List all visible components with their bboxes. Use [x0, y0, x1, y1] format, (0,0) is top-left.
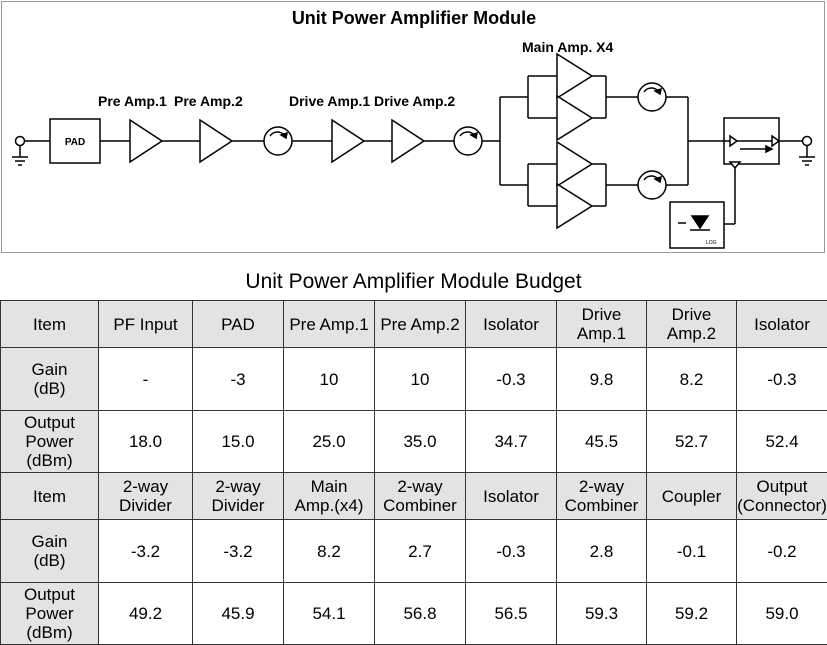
gain-cell: -3.2: [99, 520, 193, 583]
drive-amp-2-label: Drive Amp.2: [374, 93, 455, 109]
output-power-cell: 56.5: [466, 583, 557, 645]
output-power-cell: 52.7: [647, 411, 737, 473]
gain-cell: -0.3: [466, 348, 557, 411]
drive-amp-1-icon: [332, 120, 364, 162]
gain-cell: -3: [193, 348, 284, 411]
output-power-cell: 15.0: [193, 411, 284, 473]
main-amp-x4-icons: [557, 54, 592, 228]
item-header-cell: Coupler: [647, 473, 737, 520]
main-amp-4-icon: [557, 184, 592, 228]
isolator-1-icon: [264, 127, 292, 155]
gain-cell: -0.3: [466, 520, 557, 583]
output-power-cell: 49.2: [99, 583, 193, 645]
gain-cell: 8.2: [647, 348, 737, 411]
item-header-cell: Isolator: [466, 301, 557, 348]
output-power-cell: 34.7: [466, 411, 557, 473]
pad-label: PAD: [65, 137, 85, 148]
budget-table-title: Unit Power Amplifier Module Budget: [0, 264, 827, 300]
row-label: Item: [1, 301, 99, 348]
output-power-cell: 35.0: [375, 411, 466, 473]
pre-amp-2-label: Pre Amp.2: [174, 93, 243, 109]
item-header-cell: Isolator: [737, 301, 827, 348]
item-header-cell: Pre Amp.2: [375, 301, 466, 348]
item-header-cell: PAD: [193, 301, 284, 348]
gain-cell: 2.8: [557, 520, 647, 583]
gain-cell: -0.1: [647, 520, 737, 583]
block-diagram-panel: Unit Power Amplifier Module: [1, 1, 825, 253]
item-header-cell: Pre Amp.1: [284, 301, 375, 348]
item-header-cell: Output(Connector): [737, 473, 827, 520]
output-power-cell: 54.1: [284, 583, 375, 645]
gain-cell: -0.3: [737, 348, 827, 411]
coupler-icon: [724, 118, 779, 168]
output-power-cell: 52.4: [737, 411, 827, 473]
gain-cell: 9.8: [557, 348, 647, 411]
gain-cell: 10: [284, 348, 375, 411]
pre-amp-2-icon: [200, 120, 232, 162]
isolator-3-icon: [638, 83, 666, 111]
block-diagram: Unit Power Amplifier Module: [2, 2, 826, 254]
isolator-2-icon: [454, 127, 482, 155]
main-amp-3-icon: [557, 142, 592, 186]
row-label: Gain(dB): [1, 348, 99, 411]
output-power-cell: 59.2: [647, 583, 737, 645]
pre-amp-1-label: Pre Amp.1: [98, 93, 167, 109]
gain-cell: 2.7: [375, 520, 466, 583]
isolator-4-icon: [638, 171, 666, 199]
output-power-cell: 25.0: [284, 411, 375, 473]
detector-log-label: LOG: [706, 240, 717, 246]
drive-amp-2-icon: [392, 120, 424, 162]
main-amp-label: Main Amp. X4: [522, 39, 613, 55]
main-amp-2-icon: [557, 96, 592, 140]
output-power-cell: 56.8: [375, 583, 466, 645]
output-power-cell: 59.0: [737, 583, 827, 645]
output-power-cell: 59.3: [557, 583, 647, 645]
main-amp-1-icon: [557, 54, 592, 98]
output-power-cell: 45.5: [557, 411, 647, 473]
row-label: Item: [1, 473, 99, 520]
diagram-title: Unit Power Amplifier Module: [292, 8, 536, 28]
gain-cell: -: [99, 348, 193, 411]
output-power-cell: 18.0: [99, 411, 193, 473]
gain-cell: -0.2: [737, 520, 827, 583]
pre-amp-1-icon: [130, 120, 162, 162]
output-power-cell: 45.9: [193, 583, 284, 645]
row-label: Gain(dB): [1, 520, 99, 583]
item-header-cell: Isolator: [466, 473, 557, 520]
drive-amp-1-label: Drive Amp.1: [289, 93, 370, 109]
gain-cell: 10: [375, 348, 466, 411]
gain-cell: -3.2: [193, 520, 284, 583]
gain-cell: 8.2: [284, 520, 375, 583]
item-header-cell: PF Input: [99, 301, 193, 348]
